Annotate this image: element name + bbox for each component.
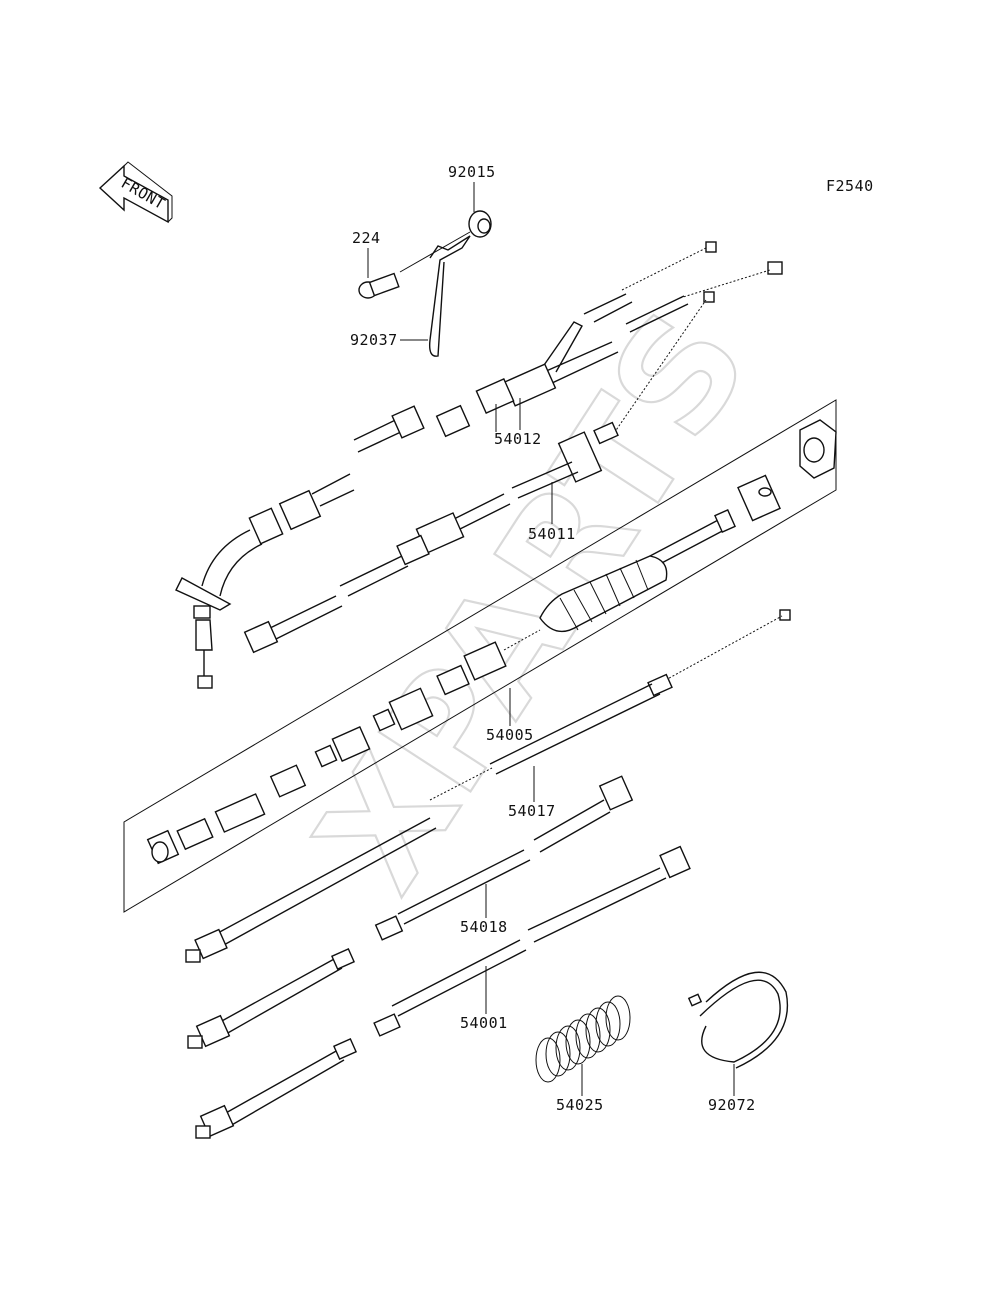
front-arrow-icon: FRONT <box>98 161 173 224</box>
adjuster-nut <box>799 419 837 479</box>
callout-92015: 92015 <box>448 163 496 181</box>
callout-54025: 54025 <box>556 1096 604 1114</box>
bolt-224 <box>358 272 400 299</box>
callout-92072: 92072 <box>708 1096 756 1114</box>
cable-54005 <box>146 509 736 865</box>
collar <box>737 474 781 522</box>
cable-54017 <box>185 609 791 963</box>
callout-92037: 92037 <box>350 331 398 349</box>
callout-54005: 54005 <box>486 726 534 744</box>
cable-54012 <box>175 241 783 689</box>
callout-54018: 54018 <box>460 918 508 936</box>
bracket-92037 <box>428 235 471 357</box>
nut-92015 <box>468 210 492 238</box>
assembly-box <box>123 399 837 913</box>
figure-code: F2540 <box>826 177 874 195</box>
callout-54012: 54012 <box>494 430 542 448</box>
callout-54001: 54001 <box>460 1014 508 1032</box>
callout-224: 224 <box>352 229 381 247</box>
cable-54018 <box>187 775 634 1049</box>
band-92072 <box>687 971 789 1069</box>
callout-54011: 54011 <box>528 525 576 543</box>
spring-54025 <box>535 995 631 1083</box>
cable-54001 <box>195 845 691 1139</box>
cable-54011 <box>243 291 715 654</box>
callout-54017: 54017 <box>508 802 556 820</box>
